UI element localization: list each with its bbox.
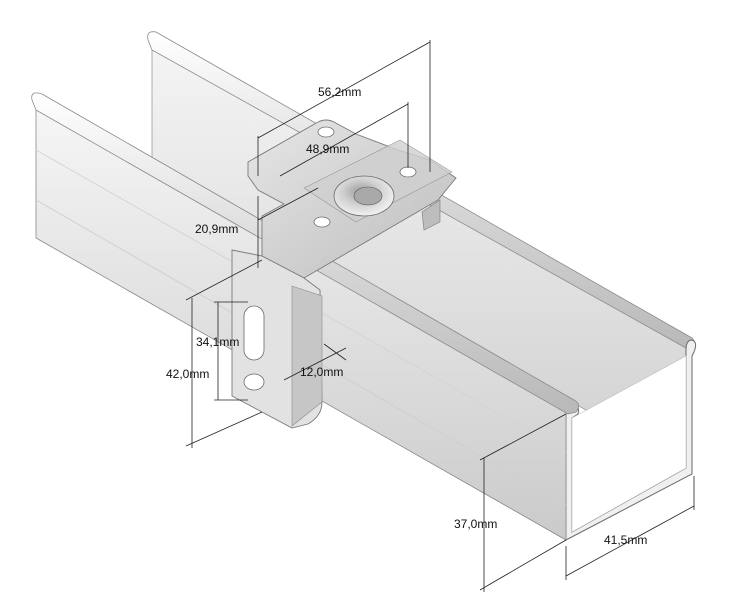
dim-label-48-9: 48,9mm	[306, 142, 349, 156]
bracket-hole-top	[317, 126, 335, 138]
dim-label-41-5: 41,5mm	[604, 533, 647, 547]
dim-label-42-0: 42,0mm	[166, 367, 209, 381]
dim-label-20-9: 20,9mm	[195, 222, 238, 236]
dim-label-56-2: 56,2mm	[318, 85, 361, 99]
dimension-lines	[185, 40, 695, 592]
dim-label-37-0: 37,0mm	[454, 517, 497, 531]
bracket-hole-left	[313, 216, 331, 228]
dim-label-34-1: 34,1mm	[196, 335, 239, 349]
slot-hole	[243, 305, 265, 361]
angle-bracket	[231, 119, 457, 429]
bracket-hole-right	[399, 166, 417, 178]
leg-hole	[243, 373, 265, 391]
dim-label-12-0: 12,0mm	[300, 365, 343, 379]
dimension-labels: 56,2mm 48,9mm 20,9mm 34,1mm 42,0mm 12,0m…	[166, 85, 647, 547]
